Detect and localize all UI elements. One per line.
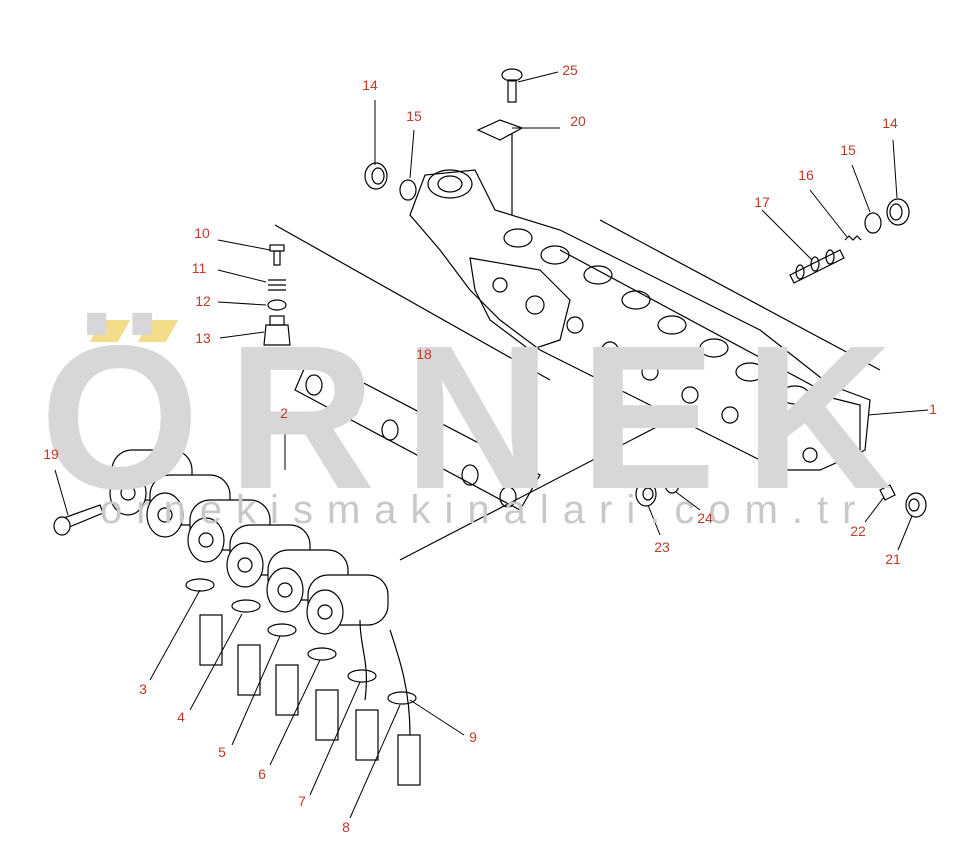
callout-7: 7 <box>298 793 306 809</box>
callout-18: 18 <box>416 346 432 362</box>
bolt-19 <box>53 504 104 536</box>
spring-16 <box>844 235 862 241</box>
plate-20 <box>476 119 524 141</box>
bolt-10 <box>269 244 285 266</box>
callout-20: 20 <box>570 113 586 129</box>
callout-15-left: 15 <box>406 108 422 124</box>
callout-14-right: 14 <box>882 115 898 131</box>
callout-6: 6 <box>258 766 266 782</box>
callout-10: 10 <box>194 225 210 241</box>
spool-17 <box>789 249 845 284</box>
oring-15-right <box>864 212 882 234</box>
plug-14-right <box>886 198 910 226</box>
callout-8: 8 <box>342 819 350 835</box>
plug-14-left <box>364 162 388 190</box>
callout-16: 16 <box>798 167 814 183</box>
plug-21 <box>905 492 927 518</box>
callout-15-right: 15 <box>840 142 856 158</box>
callout-22: 22 <box>850 523 866 539</box>
callout-3: 3 <box>139 681 147 697</box>
callout-24: 24 <box>697 510 713 526</box>
callout-11: 11 <box>191 260 207 276</box>
watermark-brand: ÖRNEK <box>40 303 921 532</box>
callout-19: 19 <box>43 446 59 462</box>
spring-11 <box>268 279 286 291</box>
gasket-18 <box>294 354 541 511</box>
oring-24 <box>664 474 680 494</box>
screw-25 <box>501 68 523 103</box>
leader-lines <box>54 71 929 819</box>
callout-17: 17 <box>754 194 770 210</box>
callout-21: 21 <box>885 551 901 567</box>
callout-25: 25 <box>562 62 578 78</box>
watermark-url: ornekismakinalari.com.tr <box>100 488 870 532</box>
callout-23: 23 <box>654 539 670 555</box>
plug-13 <box>263 315 291 346</box>
callout-4: 4 <box>177 709 185 725</box>
callout-2: 2 <box>280 405 288 421</box>
oring-12 <box>267 299 287 311</box>
pin-22 <box>879 484 896 501</box>
plug-23 <box>635 481 657 507</box>
callout-13: 13 <box>195 330 211 346</box>
callout-12: 12 <box>195 293 211 309</box>
connectors <box>185 578 421 786</box>
oring-15-left <box>399 179 417 201</box>
callout-9: 9 <box>469 729 477 745</box>
valve-body-1 <box>409 169 881 471</box>
solenoid-valves-2 <box>109 449 389 635</box>
callout-1: 1 <box>929 401 937 417</box>
callout-14-left: 14 <box>362 77 378 93</box>
callout-5: 5 <box>218 744 226 760</box>
